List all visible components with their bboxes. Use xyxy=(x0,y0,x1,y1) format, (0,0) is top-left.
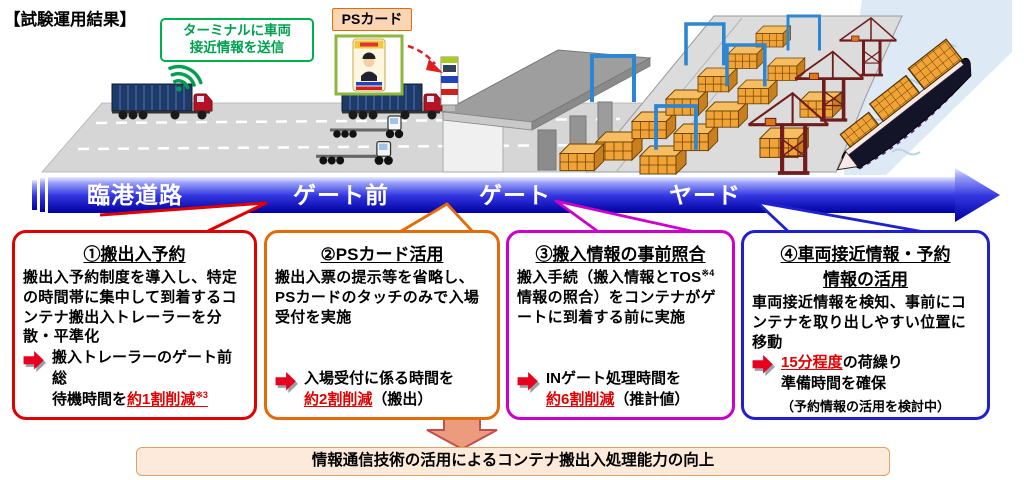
timeline-label-yard: ヤード xyxy=(669,182,741,208)
box-body: 搬出入予約制度を導入し、特定の時間帯に集中して到着するコンテナ搬出入トレーラーを… xyxy=(23,269,238,346)
gate-building xyxy=(441,49,652,173)
container-ship xyxy=(836,38,972,171)
box-result: 15分程度の荷繰り 準備時間を確保 xyxy=(752,352,979,394)
box-body: 搬入手続（搬入情報とTOS※4情報の照合）をコンテナがゲートに到着する前に実施 xyxy=(517,268,716,326)
callout-box-vehicle-info: ④車両接近情報・予約 情報の活用 車両接近情報を検知、事前にコンテナを取り出しや… xyxy=(741,230,990,420)
conclusion-banner: 情報通信技術の活用によるコンテナ搬出入処理能力の向上 xyxy=(136,447,890,476)
box-result: INゲート処理時間を 約6割削減（推計値） xyxy=(517,369,724,411)
callout-box-precheck: ③搬入情報の事前照合 搬入手続（搬入情報とTOS※4情報の照合）をコンテナがゲー… xyxy=(506,230,735,420)
callout-tail-1 xyxy=(99,201,268,233)
port-illustration xyxy=(41,0,1012,232)
red-arrow-icon xyxy=(23,351,46,373)
box-result: 搬入トレーラーのゲート前総 待機時間を約1割削減※3 xyxy=(23,348,246,410)
box-title: ②PSカード活用 xyxy=(320,245,444,264)
timeline-label-gate-front: ゲート前 xyxy=(293,182,389,208)
callout-tail-2 xyxy=(397,202,476,235)
box-body: 車両接近情報を検知、事前にコンテナを取り出しやすい位置に移動 xyxy=(752,294,967,351)
ps-card-illustration xyxy=(334,34,404,96)
box-title: ①搬出入予約 xyxy=(83,245,186,264)
box-body: 搬出入票の提示等を省略し、PSカードのタッチのみで入場受付を実施 xyxy=(275,269,480,326)
red-arrow-icon xyxy=(275,371,298,393)
down-arrow xyxy=(426,415,498,451)
ps-card-label: PSカード xyxy=(332,8,412,31)
page-title: 【試験運用結果】 xyxy=(4,11,136,29)
timeline-label-rinko-road: 臨港道路 xyxy=(87,182,183,208)
callout-box-reservation: ①搬出入予約 搬出入予約制度を導入し、特定の時間帯に集中して到着するコンテナ搬出… xyxy=(12,230,257,420)
box-title: ④車両接近情報・予約 情報の活用 xyxy=(780,245,951,289)
box-title: ③搬入情報の事前照合 xyxy=(535,245,706,264)
red-arrow-icon xyxy=(752,355,775,377)
box-result: 入場受付に係る時間を 約2割削減（搬出） xyxy=(275,369,489,411)
approach-info-bubble: ターミナルに車両 接近情報を送信 xyxy=(160,18,314,62)
red-arrow-icon xyxy=(517,371,540,393)
card-touch-arrow xyxy=(407,44,443,73)
callout-tail-4 xyxy=(755,200,931,235)
wifi-signal-icon xyxy=(168,64,203,92)
callout-tail-3 xyxy=(554,199,701,235)
timeline-label-gate: ゲート xyxy=(479,182,551,208)
box-note: （予約情報の活用を検討中） xyxy=(780,398,950,414)
callout-box-ps-card: ②PSカード活用 搬出入票の提示等を省略し、PSカードのタッチのみで入場受付を実… xyxy=(264,230,500,420)
card-reader-kiosk xyxy=(440,56,459,111)
